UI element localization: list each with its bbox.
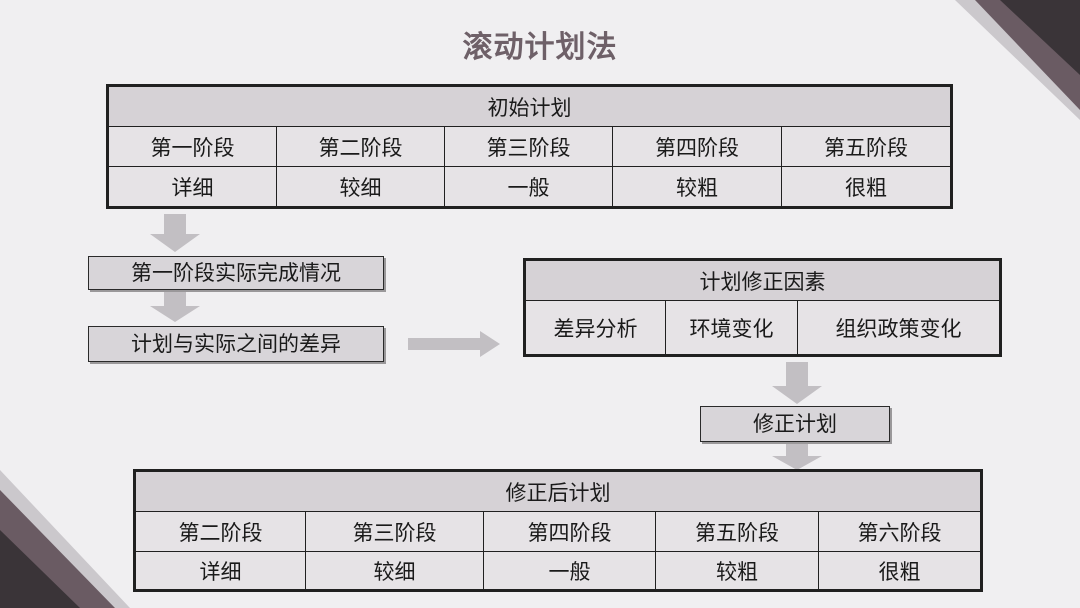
arrow-right: [408, 331, 500, 357]
arrow-down-3: [772, 362, 822, 404]
initial-detail-3: 一般: [444, 166, 613, 207]
initial-detail-5: 很粗: [781, 166, 951, 207]
initial-stage-3: 第三阶段: [444, 126, 613, 167]
arrow-down-2: [150, 292, 200, 322]
initial-plan-table: 初始计划 第一阶段 第二阶段 第三阶段 第四阶段 第五阶段 详细 较细 一般 较…: [106, 84, 953, 209]
revised-stage-3: 第四阶段: [483, 511, 656, 552]
initial-stage-5: 第五阶段: [781, 126, 951, 167]
factor-difference-analysis: 差异分析: [525, 300, 666, 355]
correction-factors-header: 计划修正因素: [524, 260, 1001, 301]
revised-detail-4: 较粗: [655, 551, 819, 590]
initial-stage-1: 第一阶段: [108, 126, 277, 167]
difference-box: 计划与实际之间的差异: [88, 326, 384, 362]
revised-detail-1: 详细: [135, 551, 306, 590]
revised-plan-table: 修正后计划 第二阶段 第三阶段 第四阶段 第五阶段 第六阶段 详细 较细 一般 …: [132, 469, 984, 592]
revised-plan-box: 修正计划: [700, 406, 890, 442]
initial-detail-1: 详细: [108, 166, 277, 207]
revised-detail-2: 较细: [305, 551, 484, 590]
initial-detail-4: 较粗: [612, 166, 782, 207]
factor-environment-change: 环境变化: [665, 300, 798, 355]
initial-stage-2: 第二阶段: [276, 126, 445, 167]
revised-detail-5: 很粗: [817, 551, 982, 590]
correction-factors-table: 计划修正因素 差异分析 环境变化 组织政策变化: [522, 258, 1003, 357]
revised-plan-header: 修正后计划: [134, 471, 982, 512]
revised-stage-5: 第六阶段: [817, 511, 982, 552]
actual-completion-box: 第一阶段实际完成情况: [88, 256, 384, 290]
revised-stage-1: 第二阶段: [135, 511, 306, 552]
revised-detail-3: 一般: [483, 551, 656, 590]
factor-policy-change: 组织政策变化: [796, 300, 1001, 355]
initial-stage-4: 第四阶段: [612, 126, 782, 167]
initial-plan-header: 初始计划: [108, 86, 951, 127]
revised-stage-4: 第五阶段: [655, 511, 819, 552]
revised-stage-2: 第三阶段: [305, 511, 484, 552]
page-title: 滚动计划法: [462, 30, 618, 65]
arrow-down-1: [150, 214, 200, 252]
initial-detail-2: 较细: [276, 166, 445, 207]
arrow-down-4: [772, 444, 822, 470]
